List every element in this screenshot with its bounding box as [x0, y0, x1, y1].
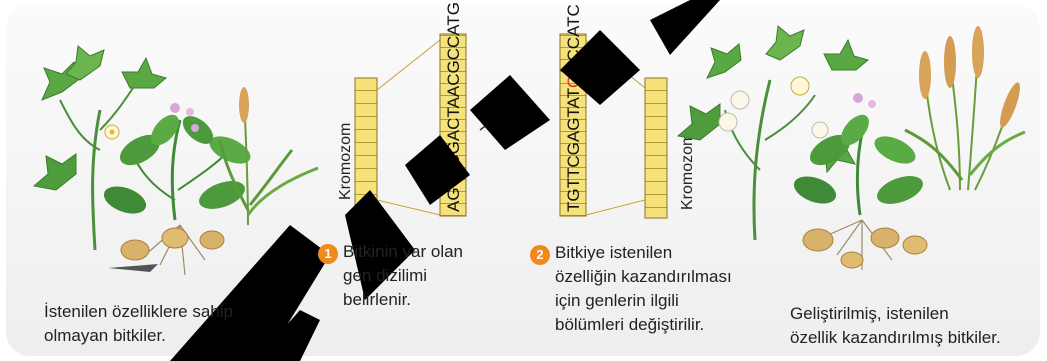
improved-wheat-plant-icon	[904, 26, 1026, 191]
left-plants-illustration	[32, 45, 319, 276]
chromosome-label-left: Kromozom	[337, 123, 354, 200]
zoom-line-2	[376, 199, 441, 216]
caption-step-2: Bitkiye istenilen özelliğin kazandırılma…	[555, 243, 732, 334]
zoom-line-1	[376, 39, 441, 91]
caption-left: İstenilen özelliklere sahip olmayan bitk…	[44, 302, 233, 345]
dna-sequence-right: TGTTCGAGTATGGCCATC	[559, 4, 587, 217]
step-1-badge: 1	[318, 244, 338, 264]
chromosome-label-right: Kromozom	[679, 133, 696, 210]
sequence-prefix: TGTTCGAGTAT	[564, 88, 583, 212]
watermark-ornek	[170, 0, 720, 361]
potato-plant-icon	[103, 103, 251, 276]
cotton-plant-icon	[32, 45, 168, 251]
caption-step-1: Bitkinin var olan gen dizilimi belirleni…	[343, 242, 464, 309]
zoom-line-4	[585, 199, 646, 216]
chromosome-right	[644, 77, 668, 219]
caption-right: Geliştirilmiş, istenilen özellik kazandı…	[790, 304, 1001, 347]
improved-potato-plant-icon	[793, 93, 928, 270]
sequence-modified-text: TGTTCGAGTATGGCCATC	[564, 4, 583, 212]
background-panel	[6, 4, 1040, 356]
step-2-badge: 2	[530, 245, 550, 265]
improved-cotton-plant-icon	[676, 25, 870, 241]
right-plants-illustration	[676, 25, 1026, 270]
wheat-plant-icon	[218, 87, 319, 226]
